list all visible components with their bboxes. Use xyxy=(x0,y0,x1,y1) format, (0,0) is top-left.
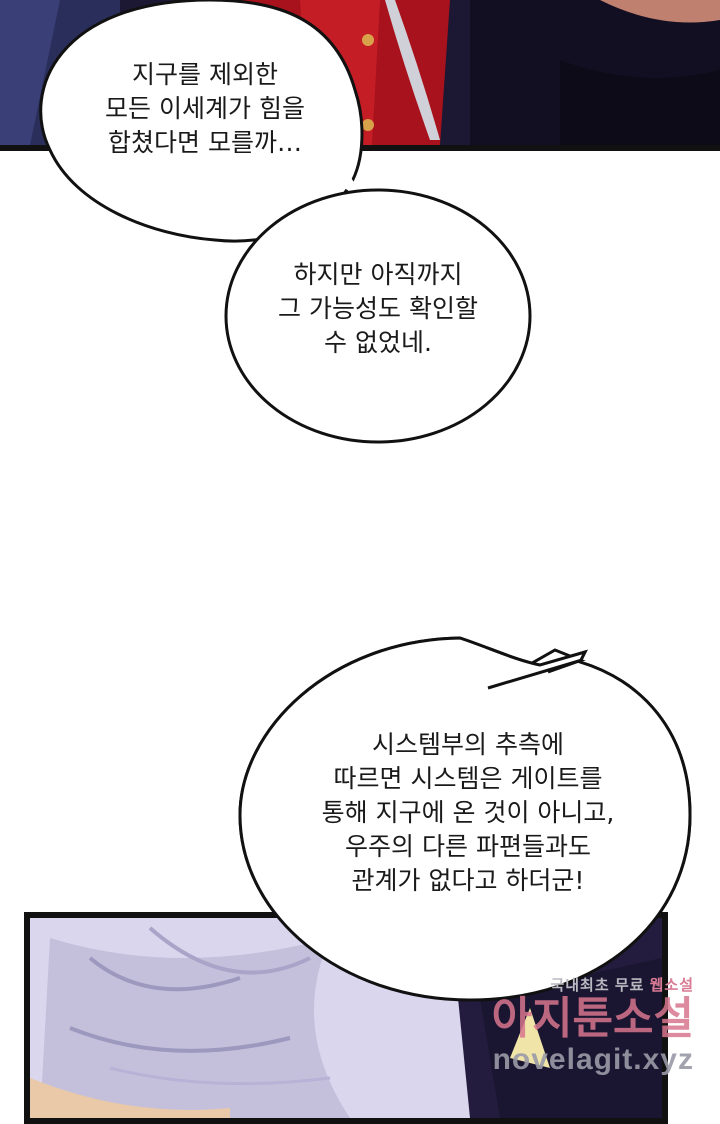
bubble-3-line-4: 우주의 다른 파편들과도 xyxy=(345,832,591,861)
bubble-3-line-5: 관계가 없다고 하더군! xyxy=(351,866,585,895)
speech-bubble-2 xyxy=(224,188,532,444)
bubble-1-line-2: 모든 이세계가 힘을 xyxy=(105,94,305,123)
speech-bubble-2-text: 하지만 아직까지 그 가능성도 확인할 수 없었네. xyxy=(246,258,510,360)
bubble-1-line-1: 지구를 제외한 xyxy=(132,60,278,89)
bubble-1-line-3: 합쳤다면 모를까… xyxy=(108,128,302,157)
bubble-2-line-1: 하지만 아직까지 xyxy=(293,260,463,289)
watermark-tagline-start: 국내최초 무료 xyxy=(550,977,650,994)
speech-bubble-1 xyxy=(39,0,364,243)
site-watermark: 국내최초 무료 웹소설 아지툰소설 novelagit.xyz xyxy=(492,974,694,1077)
bubble-3-line-3: 통해 지구에 온 것이 아니고, xyxy=(321,798,615,827)
bubble-3-line-2: 따르면 시스템은 게이트를 xyxy=(333,764,603,793)
speech-bubble-1-text: 지구를 제외한 모든 이세계가 힘을 합쳤다면 모를까… xyxy=(80,58,330,160)
bubble-2-line-2: 그 가능성도 확인할 xyxy=(278,294,478,323)
watermark-tagline: 국내최초 무료 웹소설 xyxy=(492,974,694,995)
watermark-url: novelagit.xyz xyxy=(492,1043,694,1076)
bubble-3-line-1: 시스템부의 추측에 xyxy=(372,730,564,759)
watermark-tagline-accent: 웹소설 xyxy=(649,977,694,994)
watermark-brand: 아지툰소설 xyxy=(491,994,694,1043)
bubble-2-line-3: 수 없었네. xyxy=(324,328,432,357)
speech-bubble-3-text: 시스템부의 추측에 따르면 시스템은 게이트를 통해 지구에 온 것이 아니고,… xyxy=(270,728,666,898)
